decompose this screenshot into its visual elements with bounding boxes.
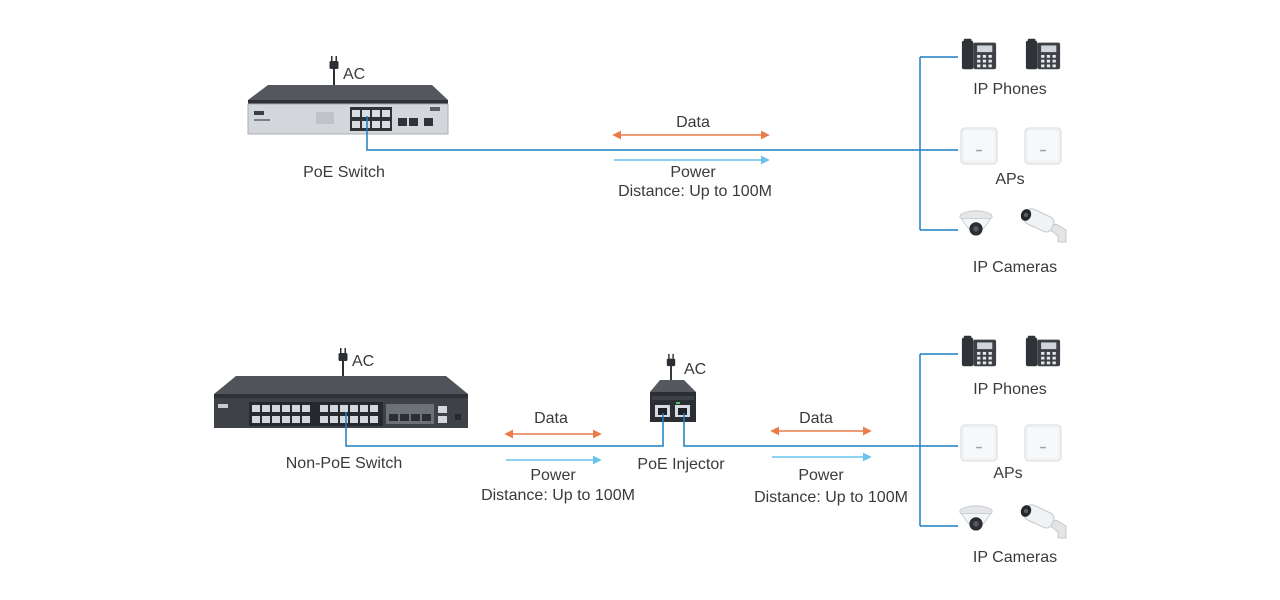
ac-label-injector: AC: [684, 361, 707, 378]
access-point-icon: [1024, 127, 1062, 165]
distance-label-bottom-left: Distance: Up to 100M: [481, 487, 635, 504]
poe-cable-injector-to-devices: [683, 413, 920, 447]
ip-phones-label-bottom: IP Phones: [973, 381, 1047, 398]
ac-plug-icon: [329, 56, 339, 86]
power-label-bottom-left: Power: [530, 467, 576, 484]
ac-plug-icon: [338, 348, 348, 378]
access-point-icon: [960, 127, 998, 165]
device-bus-bottom: [919, 353, 958, 527]
poe-cable-top: [366, 116, 920, 151]
non-poe-switch-device: [214, 376, 468, 428]
ip-phone-icon: [961, 38, 997, 70]
ip-phones-label-top: IP Phones: [973, 81, 1047, 98]
distance-label-bottom-right: Distance: Up to 100M: [754, 489, 908, 506]
data-cable-switch-to-injector: [345, 412, 664, 447]
data-label-top: Data: [676, 114, 710, 131]
dome-camera-icon: [959, 505, 993, 532]
power-label-top: Power: [670, 164, 716, 181]
ip-cameras-label-bottom: IP Cameras: [972, 549, 1058, 566]
ac-label-switch-bottom: AC: [352, 353, 375, 370]
aps-label-bottom: APs: [993, 465, 1023, 482]
device-bus-top: [919, 56, 958, 231]
bullet-camera-icon: [1018, 502, 1067, 539]
data-label-bottom-right: Data: [799, 410, 833, 427]
ac-plug-icon: [666, 353, 676, 382]
ip-cameras-label-top: IP Cameras: [972, 259, 1058, 276]
non-poe-switch-label: Non-PoE Switch: [285, 455, 403, 472]
bullet-camera-icon: [1018, 206, 1067, 243]
dome-camera-icon: [959, 210, 993, 237]
access-point-icon: [960, 424, 998, 462]
ip-phone-icon: [1025, 335, 1061, 367]
data-label-bottom-left: Data: [534, 410, 568, 427]
poe-injector-device: [650, 380, 696, 422]
poe-switch-device: [247, 85, 449, 135]
power-label-bottom-right: Power: [798, 467, 844, 484]
ac-label-top: AC: [343, 66, 366, 83]
ip-phone-icon: [1025, 38, 1061, 70]
aps-label-top: APs: [995, 171, 1025, 188]
access-point-icon: [1024, 424, 1062, 462]
distance-label-top: Distance: Up to 100M: [618, 183, 772, 200]
ip-phone-icon: [961, 335, 997, 367]
poe-injector-label: PoE Injector: [637, 456, 725, 473]
poe-switch-label: PoE Switch: [303, 164, 385, 181]
